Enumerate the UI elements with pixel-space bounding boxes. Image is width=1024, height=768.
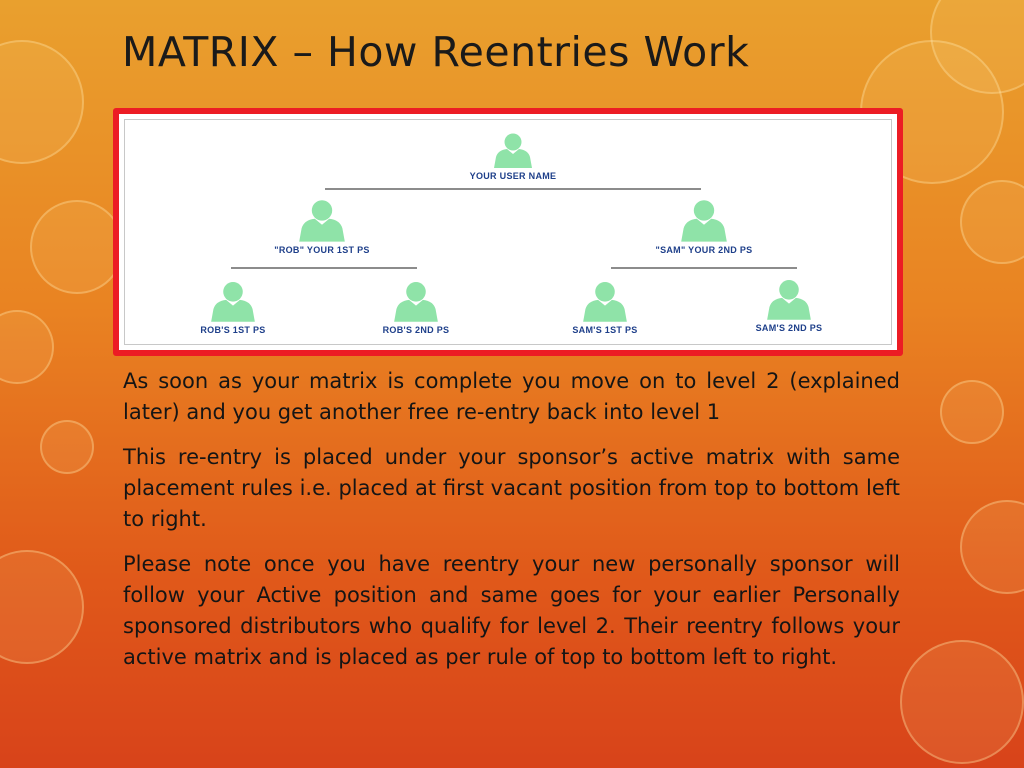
person-icon bbox=[299, 200, 345, 242]
connector-line-sam bbox=[611, 267, 797, 269]
paragraph-note: Please note once you have reentry your n… bbox=[123, 552, 900, 669]
node-label: ROB'S 2ND PS bbox=[382, 325, 450, 335]
paragraph-complete-matrix: As soon as your matrix is complete you m… bbox=[123, 369, 900, 424]
node-sam-1st: SAM'S 1ST PS bbox=[545, 280, 665, 335]
node-label: SAM'S 1ST PS bbox=[572, 325, 638, 335]
person-icon bbox=[494, 133, 532, 168]
node-rob-1st: ROB'S 1ST PS bbox=[173, 280, 293, 335]
node-label: "ROB" YOUR 1ST PS bbox=[274, 245, 370, 255]
node-label: SAM'S 2ND PS bbox=[755, 323, 823, 333]
diagram-canvas: YOUR USER NAME "ROB" YOUR 1ST PS "SAM" Y… bbox=[124, 119, 892, 345]
matrix-diagram: YOUR USER NAME "ROB" YOUR 1ST PS "SAM" Y… bbox=[113, 108, 903, 356]
node-label: "SAM" YOUR 2ND PS bbox=[655, 245, 753, 255]
slide-title: MATRIX – How Reentries Work bbox=[122, 28, 750, 76]
node-label: ROB'S 1ST PS bbox=[200, 325, 266, 335]
node-sam: "SAM" YOUR 2ND PS bbox=[627, 198, 781, 255]
connector-line-rob bbox=[231, 267, 417, 269]
person-icon bbox=[583, 282, 627, 322]
person-icon bbox=[767, 280, 811, 320]
node-rob-2nd: ROB'S 2ND PS bbox=[356, 280, 476, 335]
person-icon bbox=[394, 282, 438, 322]
node-root: YOUR USER NAME bbox=[436, 132, 590, 181]
person-icon bbox=[211, 282, 255, 322]
node-rob: "ROB" YOUR 1ST PS bbox=[245, 198, 399, 255]
connector-line-root bbox=[325, 188, 701, 190]
person-icon bbox=[681, 200, 727, 242]
body-text: As soon as your matrix is complete you m… bbox=[123, 366, 900, 687]
node-sam-2nd: SAM'S 2ND PS bbox=[729, 278, 849, 333]
paragraph-reentry-placement: This re-entry is placed under your spons… bbox=[123, 445, 900, 531]
node-label: YOUR USER NAME bbox=[469, 171, 557, 181]
